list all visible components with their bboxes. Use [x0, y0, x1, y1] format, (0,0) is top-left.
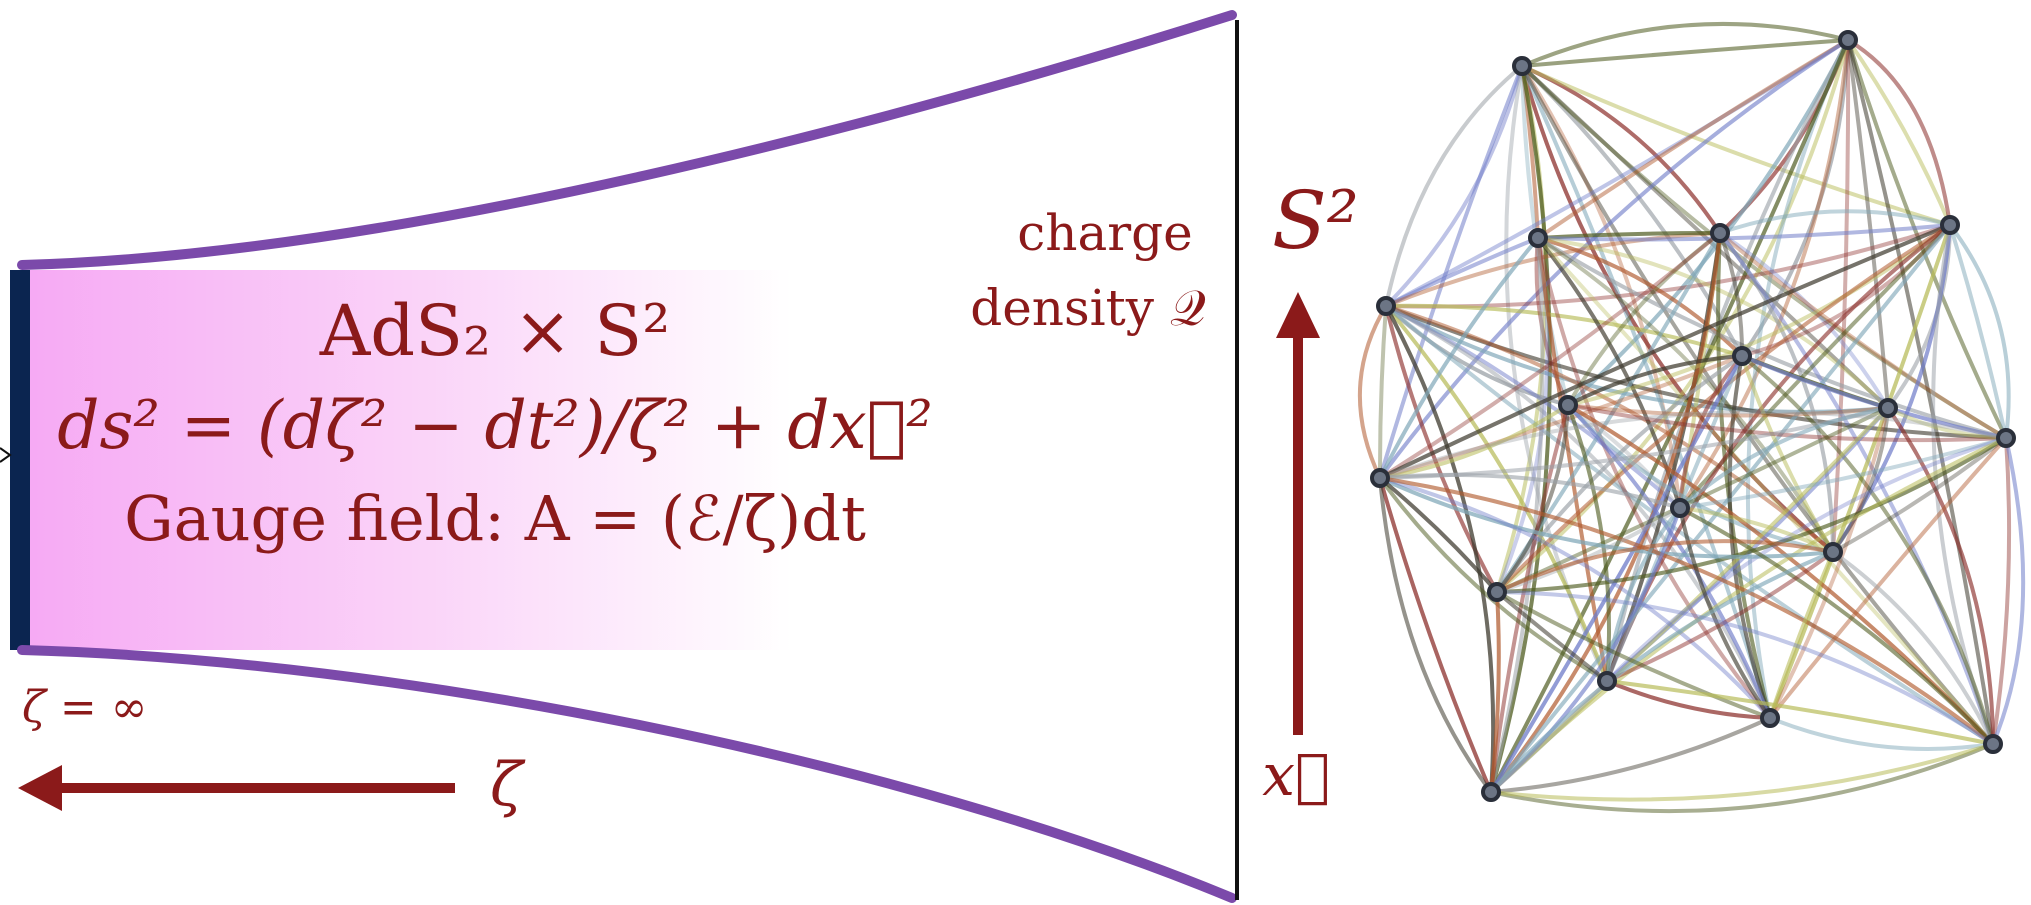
graph-node: [1672, 500, 1688, 516]
graph-node: [1880, 400, 1896, 416]
s2-label: S²: [1272, 174, 1359, 267]
graph-node: [1599, 673, 1615, 689]
zeta-label: ζ: [490, 750, 526, 820]
lower-horn-curve: [22, 650, 1232, 898]
charge-label: charge: [1017, 204, 1193, 262]
density-label: density 𝒬: [970, 279, 1206, 337]
zeta-infinity-label: ζ = ∞: [22, 682, 147, 733]
graph-node: [1489, 584, 1505, 600]
graph-edges: [1360, 24, 2023, 811]
graph-node: [1560, 397, 1576, 413]
zeta-arrowhead-icon: [18, 765, 62, 811]
x-vector-label: x⃗: [1262, 741, 1330, 809]
graph-edge: [1720, 40, 1848, 233]
graph-node: [1372, 470, 1388, 486]
metric-equation: ds² = (dζ² − dt²)/ζ² + dx⃗²: [57, 387, 933, 464]
graph-node: [1985, 736, 2001, 752]
graph-node: [1825, 544, 1841, 560]
graph-edge: [1491, 744, 1993, 811]
graph-node: [1514, 58, 1530, 74]
graph-node: [1840, 32, 1856, 48]
ads-title: AdS₂ × S²: [319, 290, 671, 372]
graph-node: [1530, 230, 1546, 246]
x-arrowhead-icon: [1276, 292, 1320, 338]
horizon-boundary-bar: [10, 270, 30, 650]
graph-edge: [1522, 40, 1848, 66]
graph-edge: [1380, 306, 1386, 478]
graph-node: [1942, 217, 1958, 233]
graph-node: [1998, 430, 2014, 446]
gauge-field-equation: Gauge field: A = (ℰ/ζ)dt: [124, 482, 866, 555]
graph-node: [1734, 348, 1750, 364]
boundary-tick-icon: [0, 448, 10, 462]
graph-node: [1762, 710, 1778, 726]
graph-node: [1378, 298, 1394, 314]
graph-node: [1712, 225, 1728, 241]
graph-node: [1483, 784, 1499, 800]
